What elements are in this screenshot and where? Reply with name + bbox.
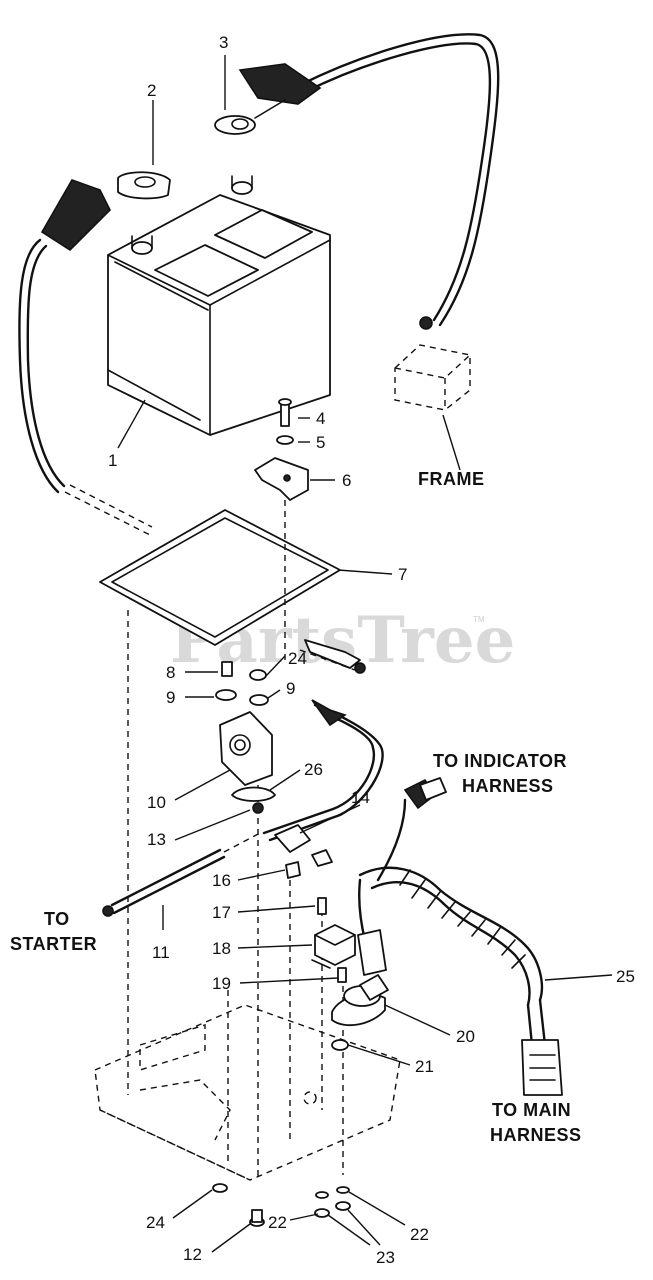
- callout-19: 19: [212, 974, 231, 993]
- callout-16: 16: [212, 871, 231, 890]
- callout-26: 26: [304, 760, 323, 779]
- part-1-battery: [107, 175, 331, 436]
- parts-4-5-6-hold-down: [254, 398, 309, 501]
- callout-10: 10: [147, 793, 166, 812]
- callout-9b: 9: [286, 679, 295, 698]
- callout-21: 21: [415, 1057, 434, 1076]
- callout-11: 11: [152, 943, 170, 962]
- caption-indicator-line2: HARNESS: [462, 776, 554, 796]
- callout-8: 8: [166, 663, 175, 682]
- caption-indicator-line1: TO INDICATOR: [433, 751, 567, 771]
- callout-20: 20: [456, 1027, 475, 1046]
- caption-frame: FRAME: [418, 469, 485, 489]
- callout-7: 7: [398, 565, 407, 584]
- callout-5: 5: [316, 433, 325, 452]
- callout-18: 18: [212, 939, 231, 958]
- caption-starter-line2: STARTER: [10, 934, 97, 954]
- callout-24a: 24: [288, 649, 307, 668]
- callout-13: 13: [147, 830, 166, 849]
- captions: FRAME TO INDICATOR HARNESS TO STARTER TO…: [10, 469, 582, 1145]
- callout-12: 12: [183, 1245, 202, 1264]
- callout-17: 17: [212, 903, 231, 922]
- callout-4: 4: [316, 409, 325, 428]
- callout-23: 23: [376, 1248, 395, 1267]
- callout-22a: 22: [268, 1213, 287, 1232]
- callout-14: 14: [351, 788, 370, 807]
- callout-leaders: [117, 55, 613, 1253]
- callout-25: 25: [616, 967, 635, 986]
- caption-main-line2: HARNESS: [490, 1125, 582, 1145]
- callout-labels: 2 3 1 4 5 6 7 8 9 24 9 26 10 13 14 16 17…: [108, 33, 635, 1267]
- caption-starter-line1: TO: [44, 909, 70, 929]
- callout-24b: 24: [146, 1213, 165, 1232]
- solenoid-group: [215, 639, 384, 842]
- callout-22b: 22: [410, 1225, 429, 1244]
- part-25-harness: [357, 777, 563, 1096]
- callout-1: 1: [108, 451, 117, 470]
- watermark-tm: TM: [473, 615, 485, 624]
- parts-17-21-relay-sensor: [311, 897, 389, 1051]
- callout-6: 6: [342, 471, 351, 490]
- mounting-plate: [94, 1004, 401, 1181]
- bottom-hardware: [212, 1183, 351, 1227]
- part-3-ground-cable: [214, 33, 500, 330]
- callout-3: 3: [219, 33, 228, 52]
- frame-bracket: [394, 344, 471, 411]
- callout-2: 2: [147, 81, 156, 100]
- part-11-starter-cable: [102, 831, 263, 917]
- part-2-positive-cable: [18, 171, 171, 536]
- callout-9a: 9: [166, 688, 175, 707]
- caption-main-line1: TO MAIN: [492, 1100, 571, 1120]
